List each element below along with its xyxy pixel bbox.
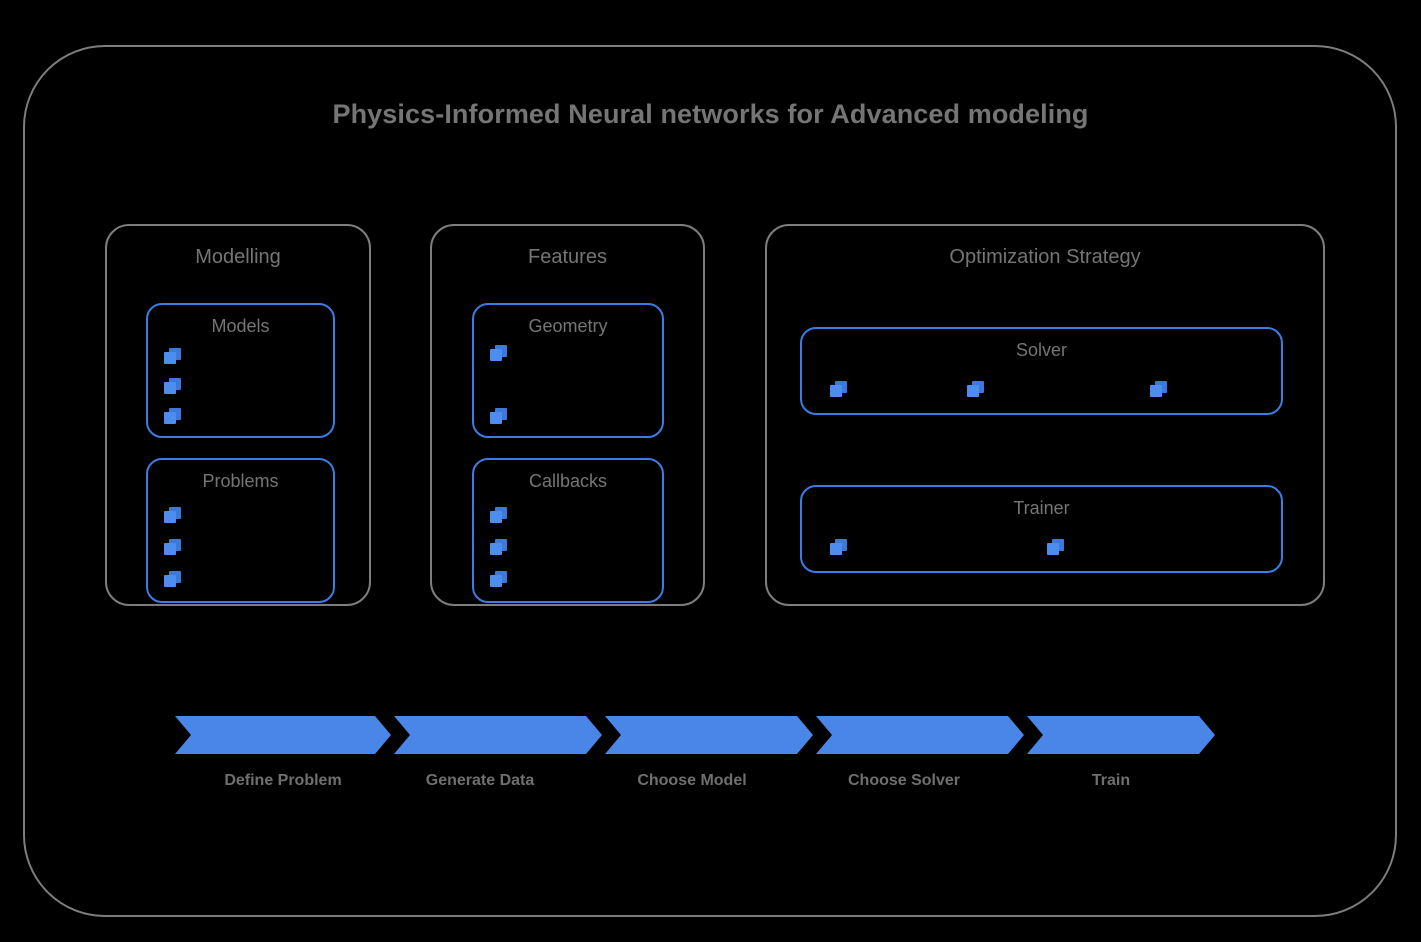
layers-icon — [1150, 381, 1167, 398]
group-title-optimization-strategy: Optimization Strategy — [949, 246, 1141, 268]
pipeline-arrow-choose-solver[interactable] — [816, 716, 1024, 754]
pipeline-label-train: Train — [1091, 772, 1131, 789]
sub-box-title-trainer: Trainer — [1013, 498, 1070, 518]
sub-box-title-solver: Solver — [1015, 340, 1068, 360]
layers-icon — [164, 539, 181, 556]
sub-box-solver[interactable]: Solver — [800, 327, 1283, 415]
pipeline-label-generate-data: Generate Data — [425, 772, 535, 789]
layers-icon — [1047, 539, 1064, 556]
pipeline-label-define-problem: Define Problem — [224, 772, 342, 789]
pipeline-arrows — [175, 716, 1215, 754]
sub-box-title-callbacks: Callbacks — [528, 471, 608, 491]
sub-box-title-problems: Problems — [202, 471, 279, 491]
outer-frame — [23, 45, 1397, 917]
pipeline-label-choose-model: Choose Model — [637, 772, 747, 789]
layers-icon — [490, 571, 507, 588]
sub-box-callbacks[interactable]: Callbacks — [472, 458, 664, 603]
layers-icon — [490, 507, 507, 524]
sub-box-geometry[interactable]: Geometry — [472, 303, 664, 438]
layers-icon — [490, 408, 507, 425]
sub-box-title-models: Models — [211, 316, 270, 336]
layers-icon — [164, 408, 181, 425]
layers-icon — [164, 348, 181, 365]
layers-icon — [830, 381, 847, 398]
layers-icon — [164, 378, 181, 395]
layers-icon — [164, 507, 181, 524]
sub-box-trainer[interactable]: Trainer — [800, 485, 1283, 573]
sub-box-title-geometry: Geometry — [528, 316, 608, 336]
pipeline-arrow-choose-model[interactable] — [605, 716, 813, 754]
sub-box-problems[interactable]: Problems — [146, 458, 335, 603]
group-panel-features: Features — [430, 224, 705, 606]
group-title-features: Features — [528, 246, 607, 268]
sub-box-models[interactable]: Models — [146, 303, 335, 438]
layers-icon — [967, 381, 984, 398]
pipeline-arrow-generate-data[interactable] — [394, 716, 602, 754]
layers-icon — [490, 539, 507, 556]
layers-icon — [164, 571, 181, 588]
group-title-modelling: Modelling — [195, 246, 281, 268]
pipeline-label-choose-solver: Choose Solver — [847, 772, 961, 789]
group-panel-modelling: Modelling — [105, 224, 371, 606]
diagram-title: Physics-Informed Neural networks for Adv… — [332, 99, 1089, 129]
layers-icon — [830, 539, 847, 556]
pipeline-arrow-train[interactable] — [1027, 716, 1215, 754]
group-panel-optimization-strategy: Optimization Strategy — [765, 224, 1325, 606]
layers-icon — [490, 345, 507, 362]
pipeline-arrow-define-problem[interactable] — [175, 716, 391, 754]
